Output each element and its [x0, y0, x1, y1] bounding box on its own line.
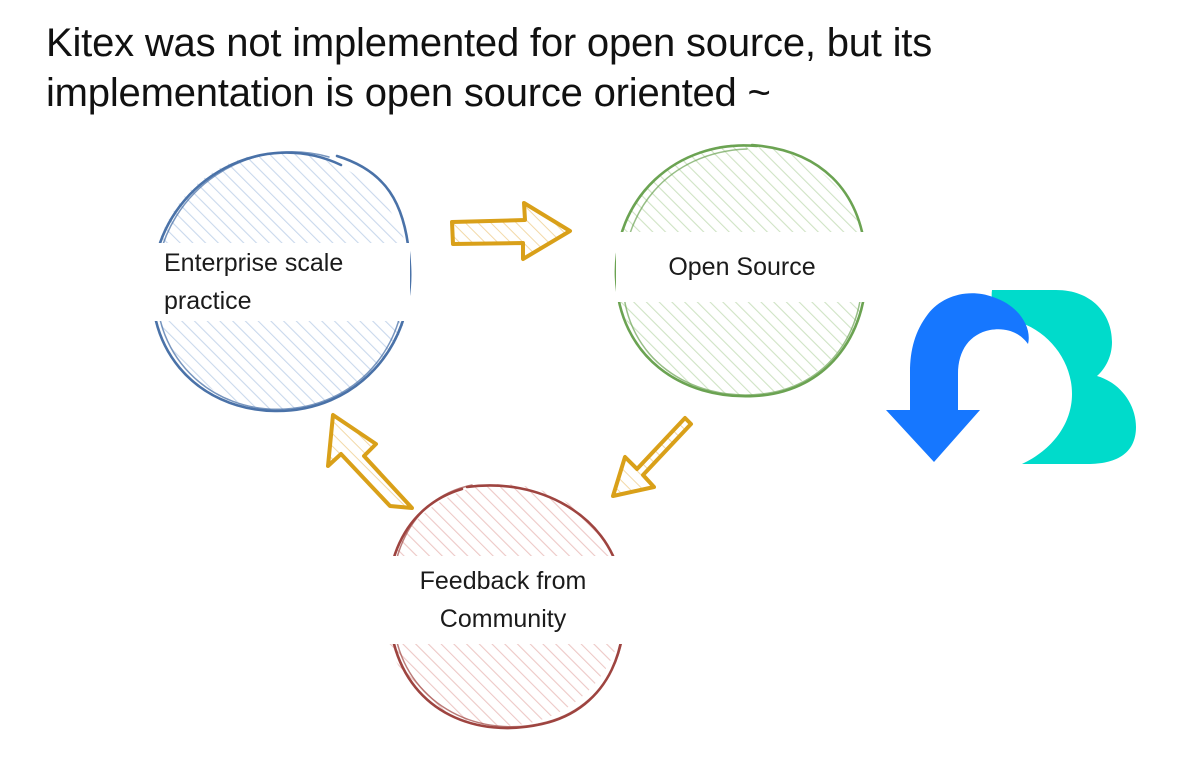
- node-enterprise-label: Enterprise scale practice: [140, 243, 410, 321]
- node-feedback-label-line2: Community: [439, 605, 567, 633]
- arrow-feedback-to-enterprise: [326, 413, 414, 510]
- arrow-enterprise-to-open-source: [450, 201, 572, 261]
- node-open-source-label-line1: Open Source: [668, 253, 816, 281]
- node-enterprise-label-line2: practice: [164, 287, 252, 315]
- node-feedback-label-line1: Feedback from: [419, 567, 587, 595]
- node-open-source-outline-sketch: [622, 148, 863, 396]
- cloud-arrow-logo-svg: [886, 290, 1136, 464]
- arrow-right-shape: [450, 201, 572, 261]
- arrow-down-left-shape: [611, 416, 693, 498]
- node-enterprise-outline-sketch: [155, 151, 406, 410]
- node-feedback-outline-sketch: [390, 484, 626, 728]
- arrow-up-left-shape: [326, 413, 414, 510]
- arrow-shape: [886, 293, 1029, 462]
- page-title: Kitex was not implemented for open sourc…: [46, 21, 943, 115]
- node-enterprise-outline: [151, 151, 412, 413]
- node-feedback-label: Feedback from Community: [372, 556, 634, 644]
- cloud-arrow-logo: [880, 284, 1142, 470]
- node-open-source-label: Open Source: [616, 232, 868, 302]
- node-enterprise-label-line1: Enterprise scale: [164, 249, 344, 277]
- arrow-open-source-to-feedback: [611, 416, 693, 498]
- cloud-shape: [991, 290, 1136, 464]
- node-open-source-outline: [614, 143, 868, 398]
